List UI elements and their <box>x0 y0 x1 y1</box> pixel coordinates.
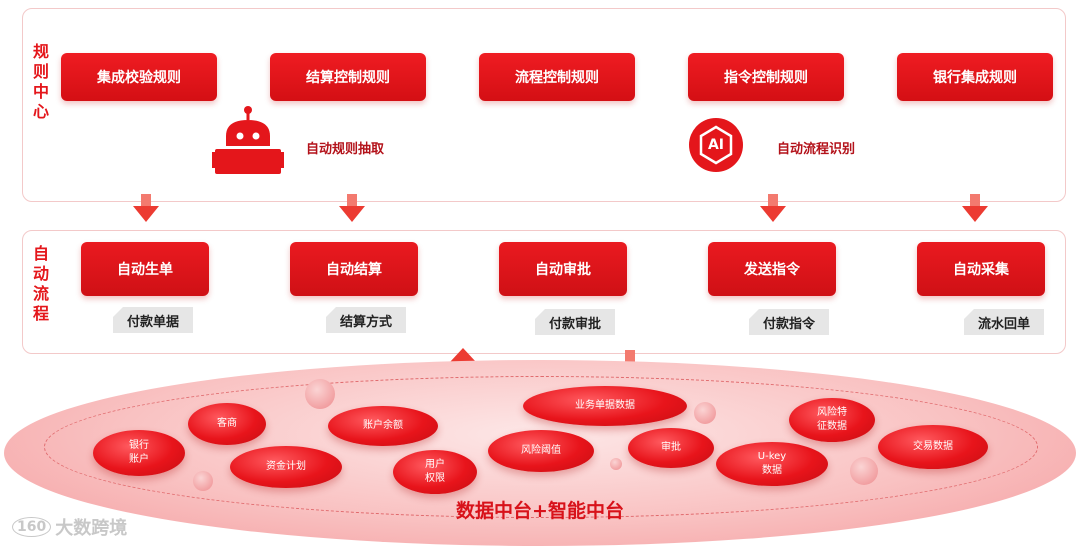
decor-bubble <box>305 379 335 409</box>
data-blob-business-document[interactable]: 业务单据数据 <box>523 386 687 426</box>
flow-tag-statement-receipt: 流水回单 <box>964 309 1044 335</box>
watermark: 160 大数跨境 <box>12 514 127 540</box>
rule-center-label: 规则中心 <box>32 42 49 121</box>
flow-step-auto-settle[interactable]: 自动结算 <box>290 242 418 296</box>
robot-icon <box>212 106 284 174</box>
down-arrow-icon <box>133 194 159 222</box>
down-arrow-icon <box>339 194 365 222</box>
data-blob-account-balance[interactable]: 账户余额 <box>328 406 438 446</box>
decor-bubble <box>610 458 622 470</box>
data-blob-approval[interactable]: 审批 <box>628 428 714 468</box>
decor-bubble <box>850 457 878 485</box>
rule-button-process-control[interactable]: 流程控制规则 <box>479 53 635 101</box>
flow-step-send-instruction[interactable]: 发送指令 <box>708 242 836 296</box>
flow-tag-payment-document: 付款单据 <box>113 307 193 333</box>
rule-button-integration-check[interactable]: 集成校验规则 <box>61 53 217 101</box>
flow-tag-payment-approval: 付款审批 <box>535 309 615 335</box>
data-blob-fund-plan[interactable]: 资金计划 <box>230 446 342 488</box>
data-blob-ukey-data[interactable]: U-key 数据 <box>716 442 828 486</box>
down-arrow-icon <box>760 194 786 222</box>
down-arrow-icon <box>962 194 988 222</box>
data-blob-bank-account[interactable]: 银行 账户 <box>93 430 185 476</box>
flow-tag-settlement-method: 结算方式 <box>326 307 406 333</box>
watermark-text: 大数跨境 <box>55 518 128 539</box>
flow-step-auto-generate[interactable]: 自动生单 <box>81 242 209 296</box>
ai-badge-icon <box>689 118 743 172</box>
ai-badge-text: AI <box>707 137 725 153</box>
data-blob-transaction-data[interactable]: 交易数据 <box>878 425 988 469</box>
flow-step-auto-approve[interactable]: 自动审批 <box>499 242 627 296</box>
auto-rule-extract-label: 自动规则抽取 <box>306 142 385 157</box>
data-blob-risk-feature-data[interactable]: 风险特 征数据 <box>789 398 875 442</box>
decor-bubble <box>694 402 716 424</box>
flow-tag-payment-instruction: 付款指令 <box>749 309 829 335</box>
data-platform-title: 数据中台+智能中台 <box>456 500 624 522</box>
auto-flow-label: 自动流程 <box>32 244 49 323</box>
data-blob-user-permission[interactable]: 用户 权限 <box>393 450 477 494</box>
rule-button-instruction-control[interactable]: 指令控制规则 <box>688 53 844 101</box>
rule-center-panel <box>22 8 1066 202</box>
data-blob-risk-threshold[interactable]: 风险阈值 <box>488 430 594 472</box>
decor-bubble <box>193 471 213 491</box>
rule-button-settlement-control[interactable]: 结算控制规则 <box>270 53 426 101</box>
flow-step-auto-collect[interactable]: 自动采集 <box>917 242 1045 296</box>
data-platform-ring <box>44 376 1038 518</box>
auto-process-identify-label: 自动流程识别 <box>777 142 856 157</box>
watermark-logo: 160 <box>12 517 52 537</box>
data-blob-merchant[interactable]: 客商 <box>188 403 266 445</box>
rule-button-bank-integration[interactable]: 银行集成规则 <box>897 53 1053 101</box>
